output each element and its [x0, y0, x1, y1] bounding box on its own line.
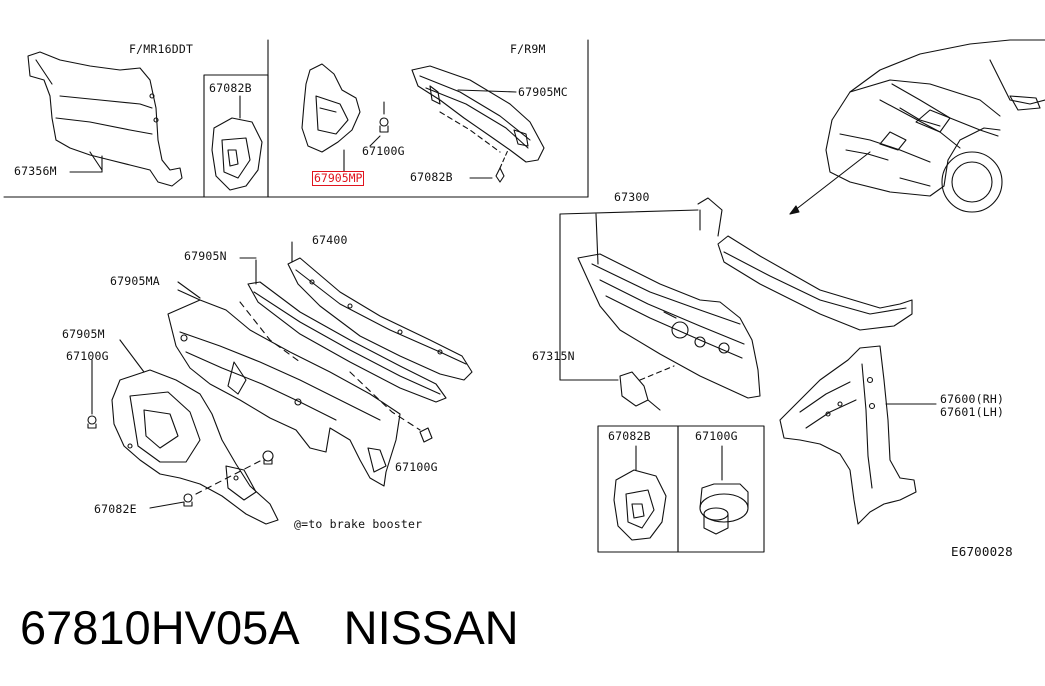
part-label-67400[interactable]: 67400 — [312, 233, 348, 247]
part-label-67300[interactable]: 67300 — [614, 190, 650, 204]
caption-brand: NISSAN — [343, 601, 519, 654]
part-label-67600-rh[interactable]: 67600(RH) — [940, 392, 1005, 406]
variant-label-mr16ddt: F/MR16DDT — [129, 42, 194, 56]
part-label-67905mc[interactable]: 67905MC — [518, 85, 568, 99]
part-label-67356m[interactable]: 67356M — [14, 164, 57, 178]
part-67600-side-member — [779, 345, 937, 525]
caption-part-number: 67810HV05A — [20, 601, 300, 654]
part-label-67315n[interactable]: 67315N — [532, 349, 575, 363]
part-67905n-strip — [239, 259, 447, 443]
part-label-67082b-r9m[interactable]: 67082B — [410, 170, 453, 184]
part-label-67100g-inset[interactable]: 67100G — [362, 144, 405, 158]
leader-lines — [69, 155, 699, 381]
part-67356m-bracket — [27, 51, 183, 187]
part-67400-strip — [287, 241, 473, 381]
detail-box-67082b — [597, 425, 679, 553]
part-67905mp-insulator — [301, 63, 389, 173]
part-67082b-clip-inset — [211, 95, 263, 191]
part-label-67905n[interactable]: 67905N — [184, 249, 227, 263]
diagram-code: E6700028 — [951, 544, 1013, 559]
part-67905mc-panel — [411, 65, 545, 183]
brake-booster-note: @=to brake booster — [294, 517, 423, 531]
part-label-67100g-center[interactable]: 67100G — [395, 460, 438, 474]
part-label-67082b-inset[interactable]: 67082B — [209, 81, 252, 95]
part-label-67082b-detail[interactable]: 67082B — [608, 429, 651, 443]
variant-label-r9m: F/R9M — [510, 42, 546, 56]
part-label-67601-lh[interactable]: 67601(LH) — [940, 405, 1005, 419]
inset-frame — [3, 39, 589, 198]
part-caption: 67810HV05A NISSAN — [20, 600, 519, 656]
part-67905m-insulator — [87, 359, 279, 525]
vehicle-front-sketch — [789, 39, 1045, 215]
part-label-67082e[interactable]: 67082E — [94, 502, 137, 516]
part-67300-cowl-assembly — [577, 197, 913, 411]
part-label-67100g-detail[interactable]: 67100G — [695, 429, 738, 443]
part-label-67905m[interactable]: 67905M — [62, 327, 105, 341]
part-67905ma-dash-panel — [167, 289, 401, 487]
part-label-67905ma[interactable]: 67905MA — [110, 274, 160, 288]
detail-box-67100g — [677, 425, 765, 553]
part-label-67100g-left[interactable]: 67100G — [66, 349, 109, 363]
part-label-67905mp-highlighted[interactable]: 67905MP — [312, 171, 365, 186]
